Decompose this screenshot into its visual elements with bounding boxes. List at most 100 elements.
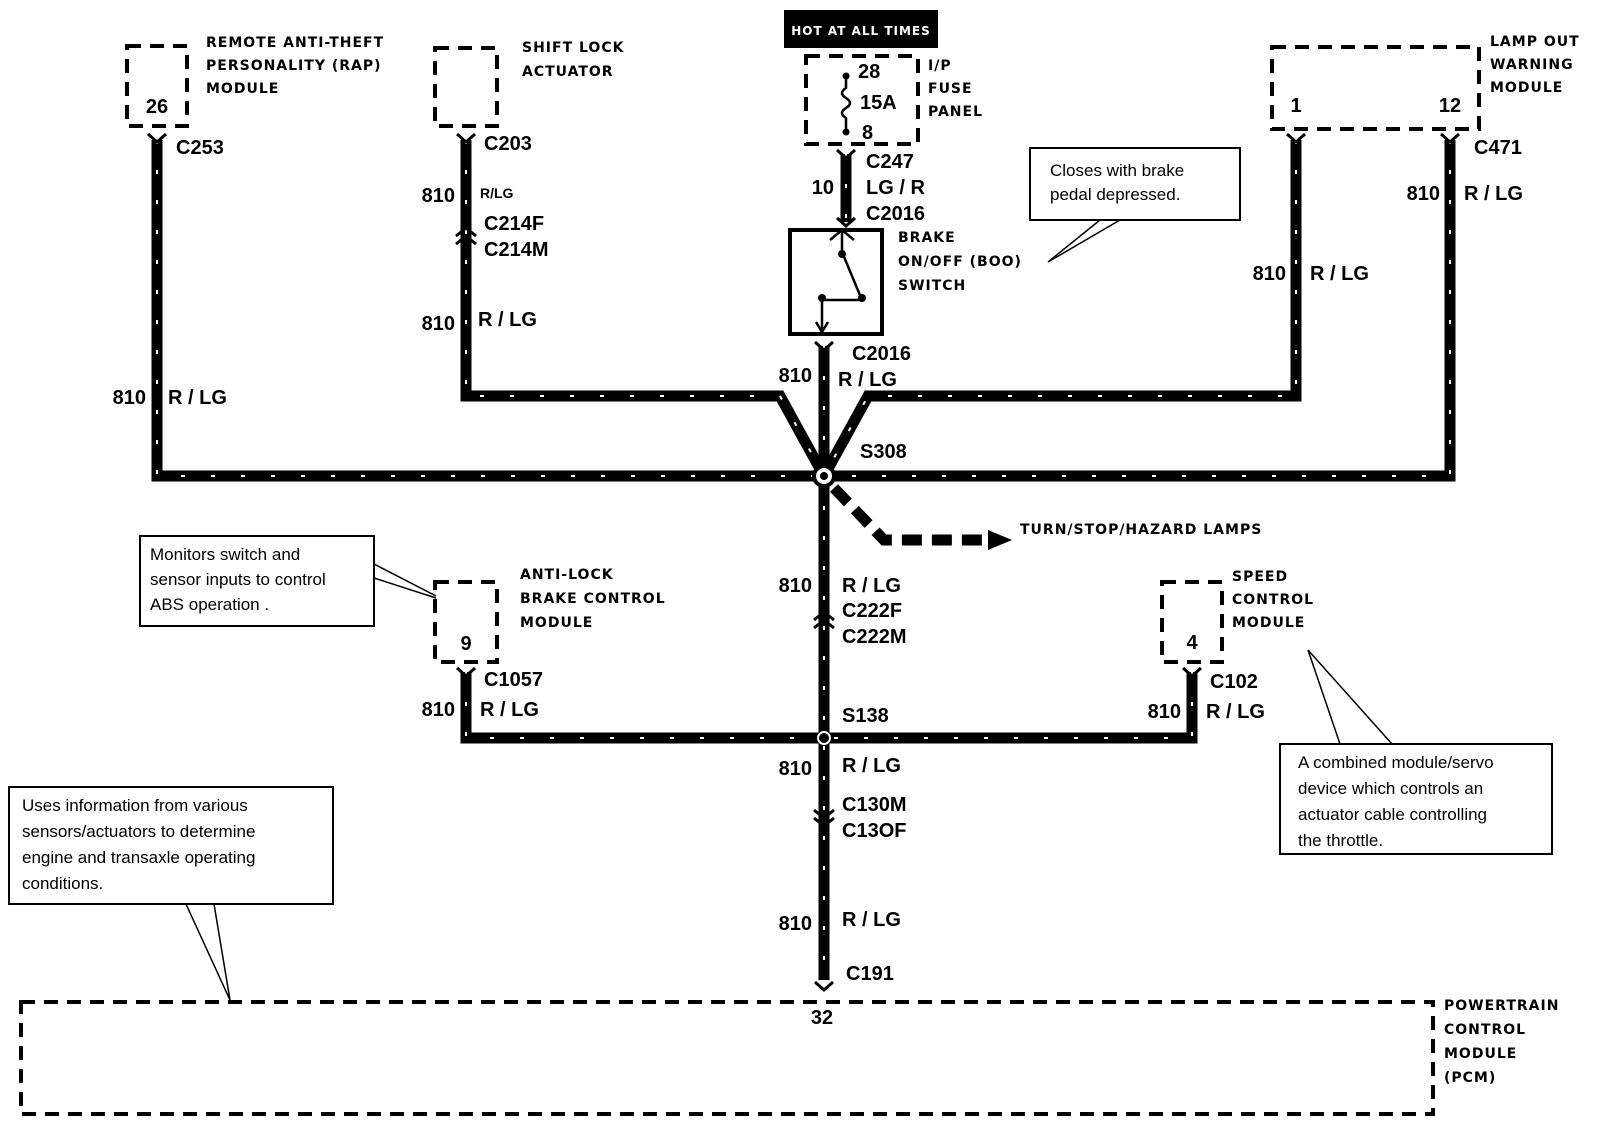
boo-switch-symbol — [814, 228, 864, 335]
abs-module-name-1: ANTI-LOCK — [520, 567, 614, 583]
fuse-panel-name-2: FUSE — [928, 81, 973, 97]
note-boo-line-1: Closes with brake — [1050, 161, 1184, 180]
fuse-rating: 15A — [860, 92, 897, 114]
circuit-color-boo: R / LG — [838, 369, 897, 391]
speed-control-name-3: MODULE — [1232, 615, 1305, 631]
rap-module-name-2: PERSONALITY (RAP) — [206, 58, 382, 74]
c253-terminal — [147, 132, 167, 145]
hot-at-all-times-banner — [784, 10, 938, 48]
note-abs-line-2: sensor inputs to control — [150, 570, 326, 589]
lamp-out-pin-left: 1 — [1290, 95, 1301, 117]
s308-splice-dot — [820, 472, 828, 480]
speed-control-pin: 4 — [1186, 632, 1198, 654]
c2016-out-label: C2016 — [852, 343, 911, 365]
note-abs: Monitors switch and sensor inputs to con… — [139, 535, 437, 627]
c253-label: C253 — [176, 137, 224, 159]
circuit-number-lamp-pin1: 810 — [1253, 263, 1286, 285]
c102-terminal — [1182, 666, 1202, 679]
circuit-color-lamp-pin12: R / LG — [1464, 183, 1523, 205]
c471-label: C471 — [1474, 137, 1522, 159]
boo-switch-contact-free — [858, 294, 866, 302]
abs-module-pin: 9 — [460, 633, 471, 655]
note-pcm: Uses information from various sensors/ac… — [8, 786, 334, 1001]
circuit-number-trunk-upper: 810 — [779, 575, 812, 597]
note-speed-line-3: actuator cable controlling — [1298, 805, 1487, 824]
pcm-pin: 32 — [811, 1007, 833, 1029]
fuse-panel-name-3: PANEL — [928, 104, 983, 120]
pcm-name-2: CONTROL — [1444, 1022, 1526, 1038]
circuit-number-shift-lower: 810 — [422, 313, 455, 335]
shift-lock-name-2: ACTUATOR — [522, 64, 614, 80]
circuit-number-boo: 810 — [779, 365, 812, 387]
circuit-number-trunk-mid: 810 — [779, 758, 812, 780]
rap-module-box — [125, 44, 189, 128]
c471-terminal-pin12 — [1440, 132, 1460, 145]
hot-at-all-times-label: HOT AT ALL TIMES — [791, 24, 931, 38]
wire-speed-control-to-s138 — [824, 672, 1198, 744]
lamp-out-module-box — [1270, 45, 1481, 131]
rap-module-name-1: REMOTE ANTI-THEFT — [206, 35, 384, 51]
circuit-number-fuse: 10 — [812, 177, 834, 199]
c222f-label: C222F — [842, 600, 902, 622]
circuit-number-abs: 810 — [422, 699, 455, 721]
note-pcm-line-3: engine and transaxle operating — [22, 848, 255, 867]
fuse-terminal-bottom — [842, 128, 850, 136]
pcm-name-4: (PCM) — [1444, 1070, 1496, 1086]
circuit-color-shift-upper: R/LG — [480, 185, 514, 201]
circuit-color-trunk-upper: R / LG — [842, 575, 901, 597]
c2016-in-terminal — [836, 216, 856, 229]
abs-module-box — [433, 580, 499, 664]
c1057-label: C1057 — [484, 669, 543, 691]
note-pcm-line-4: conditions. — [22, 874, 103, 893]
boo-switch-name-1: BRAKE — [898, 230, 956, 246]
note-boo-line-2: pedal depressed. — [1050, 185, 1180, 204]
circuit-color-lamp-pin1: R / LG — [1310, 263, 1369, 285]
c214m-label: C214M — [484, 239, 548, 261]
circuit-color-rap: R / LG — [168, 387, 227, 409]
c130-inline-connector — [813, 808, 835, 828]
speed-control-module-box — [1160, 580, 1224, 664]
c203-terminal — [456, 132, 476, 145]
c222m-label: C222M — [842, 626, 906, 648]
wire-shift-lock-to-s308 — [460, 140, 829, 479]
boo-switch-name-3: SWITCH — [898, 278, 966, 294]
turn-stop-hazard-lamps-label: TURN/STOP/HAZARD LAMPS — [1020, 522, 1262, 538]
circuit-color-abs: R / LG — [480, 699, 539, 721]
boo-switch-box — [788, 228, 884, 336]
fuse-terminal-top — [842, 72, 850, 80]
c247-terminal — [836, 148, 856, 161]
boo-switch-contact-upper — [838, 250, 846, 258]
fuse-panel-name-1: I/P — [928, 58, 952, 74]
fuse-pin-bottom: 8 — [862, 122, 873, 144]
lamp-out-name-2: WARNING — [1490, 57, 1574, 73]
boo-switch-name-2: ON/OFF (BOO) — [898, 254, 1022, 270]
shift-lock-actuator-box — [433, 46, 499, 128]
s138-label: S138 — [842, 705, 889, 727]
circuit-color-shift-lower: R / LG — [478, 309, 537, 331]
note-speed-line-1: A combined module/servo — [1298, 753, 1494, 772]
pcm-box — [19, 1000, 1435, 1116]
s138-splice-point — [817, 731, 831, 745]
note-boo-switch: Closes with brake pedal depressed. — [1029, 147, 1241, 263]
note-speed-line-2: device which controls an — [1298, 779, 1483, 798]
c102-label: C102 — [1210, 671, 1258, 693]
circuit-number-trunk-lower: 810 — [779, 913, 812, 935]
c130f-label: C13OF — [842, 820, 906, 842]
wire-lamp-out-pin1-to-s308 — [819, 140, 1302, 479]
c247-label: C247 — [866, 151, 914, 173]
circuit-number-speed: 810 — [1148, 701, 1181, 723]
note-abs-line-3: ABS operation . — [150, 595, 269, 614]
note-abs-line-1: Monitors switch and — [150, 545, 300, 564]
lamp-out-pin-right: 12 — [1439, 95, 1461, 117]
circuit-number-rap: 810 — [113, 387, 146, 409]
pcm-name-1: POWERTRAIN — [1444, 998, 1559, 1014]
circuit-number-shift-upper: 810 — [422, 185, 455, 207]
circuit-color-trunk-lower: R / LG — [842, 909, 901, 931]
circuit-color-speed: R / LG — [1206, 701, 1265, 723]
circuit-color-trunk-mid: R / LG — [842, 755, 901, 777]
c471-terminal-pin1 — [1286, 132, 1306, 145]
c191-label: C191 — [846, 963, 894, 985]
wire-network — [151, 140, 1456, 980]
s308-label: S308 — [860, 441, 907, 463]
